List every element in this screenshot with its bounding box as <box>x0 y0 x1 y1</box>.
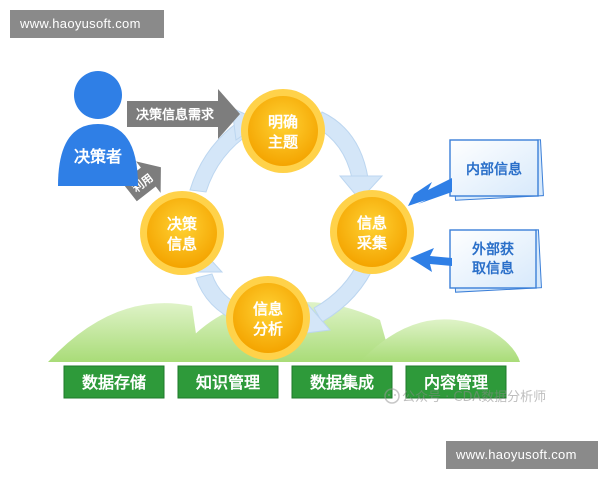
node-analyze-info-line1: 信息 <box>253 300 283 318</box>
decision-maker-actor: 决策者 <box>58 71 138 186</box>
foundation-box-content <box>405 365 507 399</box>
node-analyze-info: 信息 分析 <box>226 276 310 360</box>
need-arrow-label: 决策信息需求 <box>136 107 215 123</box>
person-icon <box>74 71 122 119</box>
node-decision-info: 决策 信息 <box>140 191 224 275</box>
node-collect-info-line2: 采集 <box>356 234 388 252</box>
foundation-box-knowledge <box>177 365 279 399</box>
foundation-box-data-integration <box>291 365 393 399</box>
node-collect-info: 信息 采集 <box>330 190 414 274</box>
node-define-topic-line1: 明确 <box>268 113 298 131</box>
foundation-box-data-storage <box>63 365 165 399</box>
caption-watermark: 公众号 · CDA数据分析师 <box>384 388 546 405</box>
need-arrow: 决策信息需求 <box>127 89 240 139</box>
wechat-icon <box>384 388 400 404</box>
watermark-bottom: www.haoyusoft.com <box>446 441 598 469</box>
node-analyze-info-line2: 分析 <box>253 320 283 338</box>
watermark-top: www.haoyusoft.com <box>10 10 164 38</box>
source-internal-info: 内部信息 <box>449 139 544 201</box>
external-arrow <box>410 248 452 272</box>
foundation-label-data-storage: 数据存储 <box>82 373 146 392</box>
internal-arrow <box>408 178 452 206</box>
node-decision-info-line1: 决策 <box>167 215 198 233</box>
foundation-label-content: 内容管理 <box>424 373 488 392</box>
source-external-line1: 外部获 <box>472 241 514 258</box>
source-internal-label: 内部信息 <box>466 161 522 178</box>
caption-text: 公众号 · CDA数据分析师 <box>402 390 546 405</box>
foundation-label-data-integration: 数据集成 <box>310 373 374 392</box>
source-external-info: 外部获 取信息 <box>449 229 542 293</box>
actor-label: 决策者 <box>74 147 122 166</box>
node-collect-info-line1: 信息 <box>357 214 387 232</box>
foundation-row: 数据存储 知识管理 数据集成 内容管理 <box>63 365 507 399</box>
node-define-topic: 明确 主题 <box>241 89 325 173</box>
foundation-label-knowledge: 知识管理 <box>196 373 260 392</box>
node-define-topic-line2: 主题 <box>268 133 299 151</box>
source-external-line2: 取信息 <box>472 260 514 277</box>
node-decision-info-line2: 信息 <box>167 235 197 253</box>
